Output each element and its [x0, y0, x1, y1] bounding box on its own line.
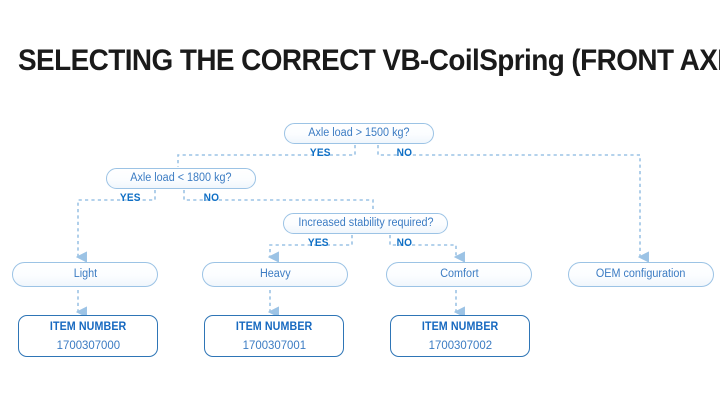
branch-label-d3-yes: YES [307, 237, 329, 249]
branch-label-d2-yes: YES [119, 192, 141, 204]
decision-node-label: Axle load > 1500 kg? [308, 126, 410, 139]
branch-label-d1-yes: YES [309, 147, 331, 159]
decision-node-increased-stability[interactable]: Increased stability required? [283, 213, 448, 234]
item-number-title: ITEM NUMBER [421, 320, 499, 333]
result-node-light[interactable]: Light [12, 262, 158, 287]
item-number-title: ITEM NUMBER [49, 320, 127, 333]
item-number-title: ITEM NUMBER [235, 320, 313, 333]
result-node-heavy[interactable]: Heavy [202, 262, 348, 287]
decision-node-axle-load-1500[interactable]: Axle load > 1500 kg? [284, 123, 434, 144]
item-number-box-comfort[interactable]: ITEM NUMBER 1700307002 [390, 315, 530, 357]
edge-d2-yes [75, 190, 156, 263]
branch-label-d2-no: NO [203, 192, 220, 204]
result-node-oem-configuration[interactable]: OEM configuration [568, 262, 714, 287]
branch-label-d1-no: NO [396, 147, 413, 159]
result-node-label: Heavy [259, 267, 291, 280]
item-number-value: 1700307001 [242, 337, 306, 352]
result-node-label: Light [73, 267, 97, 280]
decision-node-axle-load-1800[interactable]: Axle load < 1800 kg? [106, 168, 256, 189]
decision-node-label: Axle load < 1800 kg? [130, 171, 232, 184]
item-number-box-heavy[interactable]: ITEM NUMBER 1700307001 [204, 315, 344, 357]
page-title: SELECTING THE CORRECT VB-CoilSpring (FRO… [18, 44, 720, 77]
item-number-value: 1700307002 [428, 337, 492, 352]
item-number-box-light[interactable]: ITEM NUMBER 1700307000 [18, 315, 158, 357]
result-node-label: OEM configuration [596, 267, 686, 280]
edge-d1-no [377, 145, 649, 263]
item-number-value: 1700307000 [56, 337, 120, 352]
result-node-label: Comfort [439, 267, 479, 280]
branch-label-d3-no: NO [396, 237, 413, 249]
decision-node-label: Increased stability required? [297, 216, 434, 229]
result-node-comfort[interactable]: Comfort [386, 262, 532, 287]
